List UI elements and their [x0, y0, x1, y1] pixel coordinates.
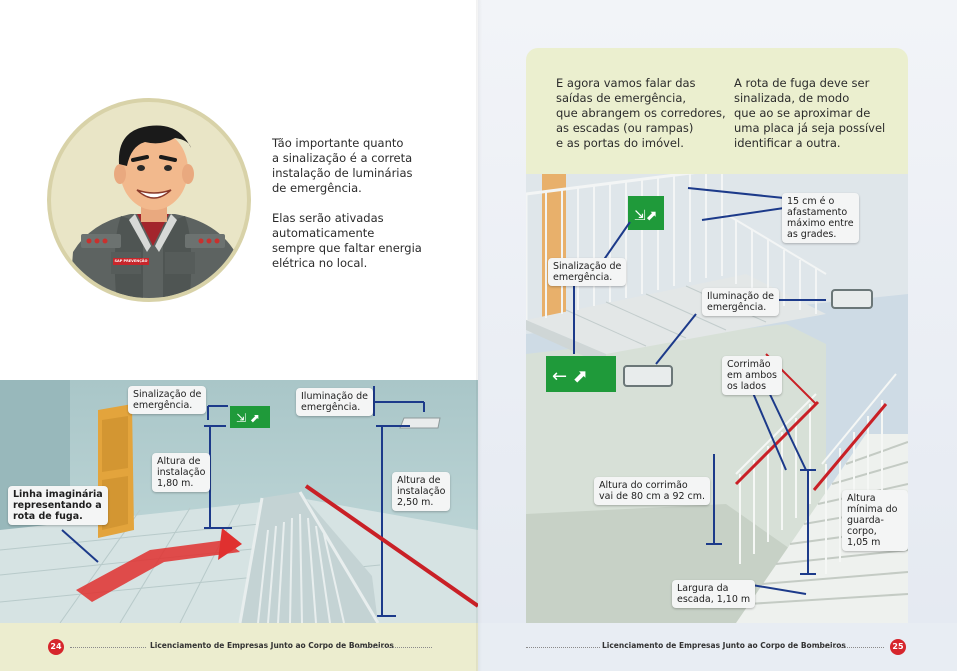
right-footer: Licenciamento de Empresas Junto ao Corpo… [478, 623, 957, 671]
callout-handrail: Corrimão em ambos os lados [722, 356, 782, 395]
exit-sign [230, 406, 270, 428]
callout-signage-right: Sinalização de emergência. [548, 258, 627, 286]
exit-sign-lower [546, 356, 616, 392]
info-column-route: A rota de fuga deve ser sinalizada, de m… [734, 76, 886, 150]
red-handrail [304, 484, 478, 608]
info-panel: E agora vamos falar das saídas de emergê… [526, 48, 908, 174]
page-number-left: 24 [48, 639, 64, 655]
footer-title-left: Licenciamento de Empresas Junto ao Corpo… [150, 641, 394, 650]
stairwell-illustration: ⇲⬈ ← ⬈ [526, 174, 908, 623]
page-number-right: 25 [890, 639, 906, 655]
svg-text:← ⬈: ← ⬈ [552, 366, 588, 387]
footer-title-right: Licenciamento de Empresas Junto ao Corpo… [602, 641, 846, 650]
corridor-illustration: ⇲ ⬈ Sinaliza [0, 380, 478, 623]
firefighter-avatar: SAP PREVENÇÃO [47, 98, 251, 302]
callout-lighting: Iluminação de emergência. [296, 388, 373, 416]
left-page: SAP PREVENÇÃO Tão importante quanto a si… [0, 0, 478, 671]
callout-spacing: 15 cm é o afastamento máximo entre as gr… [782, 193, 859, 243]
callout-handrail-height: Altura do corrimão vai de 80 cm a 92 cm. [594, 477, 711, 505]
left-footer: 24 Licenciamento de Empresas Junto ao Co… [0, 623, 478, 671]
callout-signage: Sinalização de emergência. [128, 386, 207, 414]
exit-sign-upper [628, 196, 664, 230]
badge-label: SAP PREVENÇÃO [113, 258, 149, 265]
book-spine-shadow [476, 0, 482, 671]
callout-height-light: Altura de instalação 2,50 m. [392, 472, 451, 511]
escape-route-arrow [218, 528, 242, 560]
firefighter-illustration [69, 125, 241, 298]
escape-route-line [76, 540, 240, 602]
emergency-light-upper [831, 289, 873, 309]
intro-paragraph-2: Elas serão ativadas automaticamente semp… [272, 211, 422, 270]
corridor-scene: ⇲ ⬈ [0, 380, 478, 623]
callout-lighting-right: Iluminação de emergência. [702, 288, 779, 316]
callout-stair-width: Largura da escada, 1,10 m [672, 580, 756, 608]
intro-paragraph-1: Tão importante quanto a sinalização é a … [272, 136, 413, 195]
right-page: E agora vamos falar das saídas de emergê… [478, 0, 957, 671]
callout-guardrail: Altura mínima do guarda-corpo, 1,05 m [842, 490, 908, 551]
right-handrail [812, 403, 888, 491]
intro-text: Tão importante quanto a sinalização é a … [272, 136, 462, 286]
info-column-exits: E agora vamos falar das saídas de emergê… [556, 76, 726, 150]
callout-height-sign: Altura de instalação 1,80 m. [152, 453, 211, 492]
svg-text:⇲⬈: ⇲⬈ [634, 208, 657, 224]
left-handrail [734, 400, 820, 486]
callout-escape-route: Linha imaginária representando a rota de… [8, 486, 108, 525]
svg-text:⇲ ⬈: ⇲ ⬈ [236, 411, 260, 425]
emergency-light-lower [623, 365, 673, 387]
